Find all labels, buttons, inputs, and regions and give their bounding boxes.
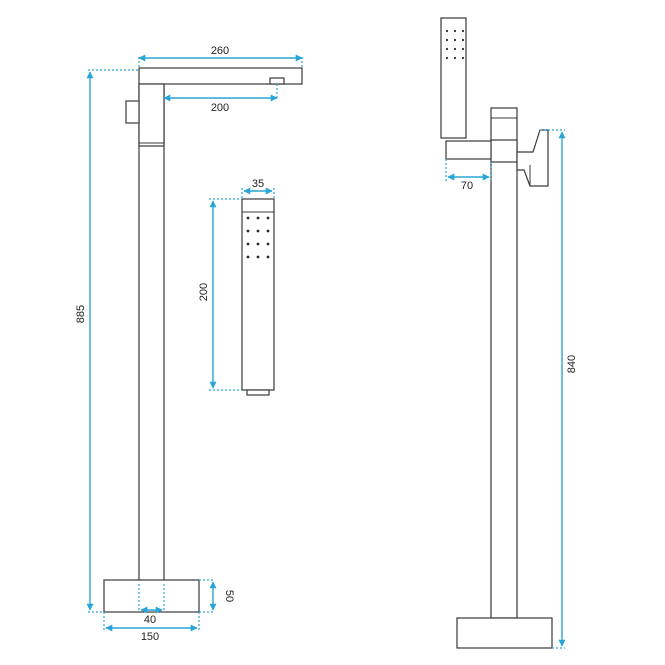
nozzle-dot — [461, 38, 465, 42]
mixer-body — [138, 83, 165, 147]
dim-label-50: 50 — [223, 590, 235, 602]
nozzle-dot — [266, 242, 270, 246]
nozzle-dot — [256, 255, 260, 259]
nozzle-dot — [461, 47, 465, 51]
nozzle-dot — [266, 216, 270, 220]
side-handshower — [440, 17, 467, 139]
spout-arm — [138, 67, 303, 85]
front-view: 260 200 885 50 40 150 — [75, 45, 303, 643]
nozzle-dot — [453, 29, 457, 33]
nozzle-dot — [445, 56, 449, 60]
nozzle-dot — [246, 229, 250, 233]
nozzle-dot — [445, 29, 449, 33]
dim-label-200-handshower: 200 — [198, 283, 210, 301]
side-lever — [516, 129, 549, 187]
spout-aerator — [269, 77, 285, 85]
nozzle-dot — [445, 47, 449, 51]
side-pipe — [490, 107, 518, 619]
nozzle-dot — [266, 229, 270, 233]
dim-label-260: 260 — [211, 45, 229, 57]
nozzle-dot — [256, 229, 260, 233]
nozzle-dot — [453, 38, 457, 42]
nozzle-dot — [256, 216, 260, 220]
nozzle-dot — [256, 242, 260, 246]
dim-label-885: 885 — [75, 305, 87, 323]
nozzle-dot — [266, 255, 270, 259]
nozzle-dot — [246, 242, 250, 246]
nozzle-dot — [453, 47, 457, 51]
handshower-body — [241, 198, 275, 391]
nozzle-dot — [461, 29, 465, 33]
dim-label-200-reach: 200 — [211, 102, 229, 114]
nozzle-dot — [461, 56, 465, 60]
nozzle-dot — [445, 38, 449, 42]
dim-label-40: 40 — [144, 614, 156, 626]
dim-label-70: 70 — [461, 180, 473, 192]
handshower-nozzles — [246, 216, 270, 259]
side-holder — [490, 139, 518, 163]
mixer-handle — [125, 100, 140, 124]
side-base — [456, 617, 553, 649]
nozzle-dot — [246, 216, 250, 220]
nozzle-dot — [453, 56, 457, 60]
side-holder-bracket — [445, 140, 492, 160]
side-handshower-nozzles — [445, 29, 465, 60]
front-pipe — [138, 83, 165, 585]
dim-label-840: 840 — [566, 355, 578, 373]
dim-label-35: 35 — [252, 178, 264, 190]
handshower-connector — [246, 389, 270, 396]
dim-label-150: 150 — [141, 631, 159, 643]
nozzle-dot — [246, 255, 250, 259]
front-base — [103, 579, 200, 613]
side-view: 70 840 — [440, 17, 578, 649]
handshower-detail: 35 200 — [198, 178, 275, 396]
